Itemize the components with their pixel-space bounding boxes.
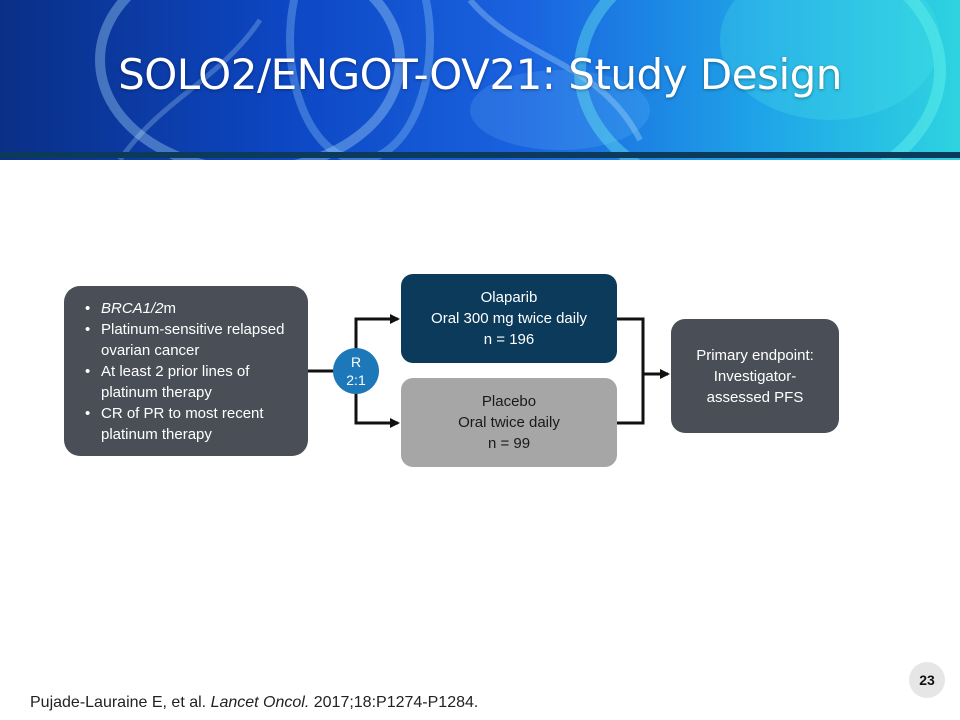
olaparib-arm-n: n = 196 (483, 331, 535, 348)
placebo-arm-box: Placebo Oral twice daily n = 99 (401, 378, 617, 467)
criteria-item: BRCA1/2m (84, 298, 294, 319)
criteria-list: BRCA1/2m Platinum-sensitive relapsed ova… (84, 298, 294, 445)
randomization-ratio: 2:1 (346, 372, 366, 388)
olaparib-to-endpoint-line (617, 317, 645, 425)
criteria-item-text: Platinum-sensitive relapsed ovarian canc… (101, 321, 285, 359)
placebo-arm-name: Placebo (481, 393, 537, 410)
criteria-item: CR of PR to most recent platinum therapy (84, 403, 294, 445)
criteria-item: Platinum-sensitive relapsed ovarian canc… (84, 319, 294, 361)
eligibility-criteria-box: BRCA1/2m Platinum-sensitive relapsed ova… (64, 286, 308, 456)
endpoint-line-3: assessed PFS (706, 388, 804, 406)
citation-rest: 2017;18:P1274-P1284. (309, 694, 479, 711)
randomization-label: R (350, 354, 362, 370)
arrow-to-olaparib (354, 314, 400, 349)
slide-number: 23 (919, 672, 935, 688)
olaparib-arm-name: Olaparib (480, 289, 538, 306)
slide-number-badge: 23 (909, 662, 945, 698)
endpoint-line-2: Investigator- (713, 367, 797, 385)
citation-journal: Lancet Oncol. (210, 694, 310, 711)
randomization-circle: R 2:1 (333, 348, 379, 394)
citation: Pujade-Lauraine E, et al. Lancet Oncol. … (30, 694, 478, 712)
olaparib-arm-box: Olaparib Oral 300 mg twice daily n = 196 (401, 274, 617, 363)
criteria-item-text: m (163, 300, 177, 317)
arrow-to-placebo (354, 393, 400, 428)
citation-authors: Pujade-Lauraine E, et al. (30, 694, 211, 711)
criteria-item-italic: BRCA1/2 (101, 300, 164, 317)
olaparib-arm-dose: Oral 300 mg twice daily (431, 310, 587, 327)
anatomy-background-image (95, 0, 946, 160)
placebo-arm-dose: Oral twice daily (458, 414, 560, 431)
criteria-item: At least 2 prior lines of platinum thera… (84, 361, 294, 403)
criteria-item-text: At least 2 prior lines of platinum thera… (101, 363, 250, 401)
endpoint-line-1: Primary endpoint: (696, 346, 814, 364)
criteria-item-text: CR of PR to most recent platinum therapy (101, 405, 264, 443)
banner-divider (0, 152, 960, 158)
placebo-arm-n: n = 99 (487, 435, 531, 452)
primary-endpoint-box: Primary endpoint: Investigator- assessed… (671, 319, 839, 433)
page-title: SOLO2/ENGOT-OV21: Study Design (118, 50, 842, 99)
header-banner: SOLO2/ENGOT-OV21: Study Design (0, 0, 960, 160)
